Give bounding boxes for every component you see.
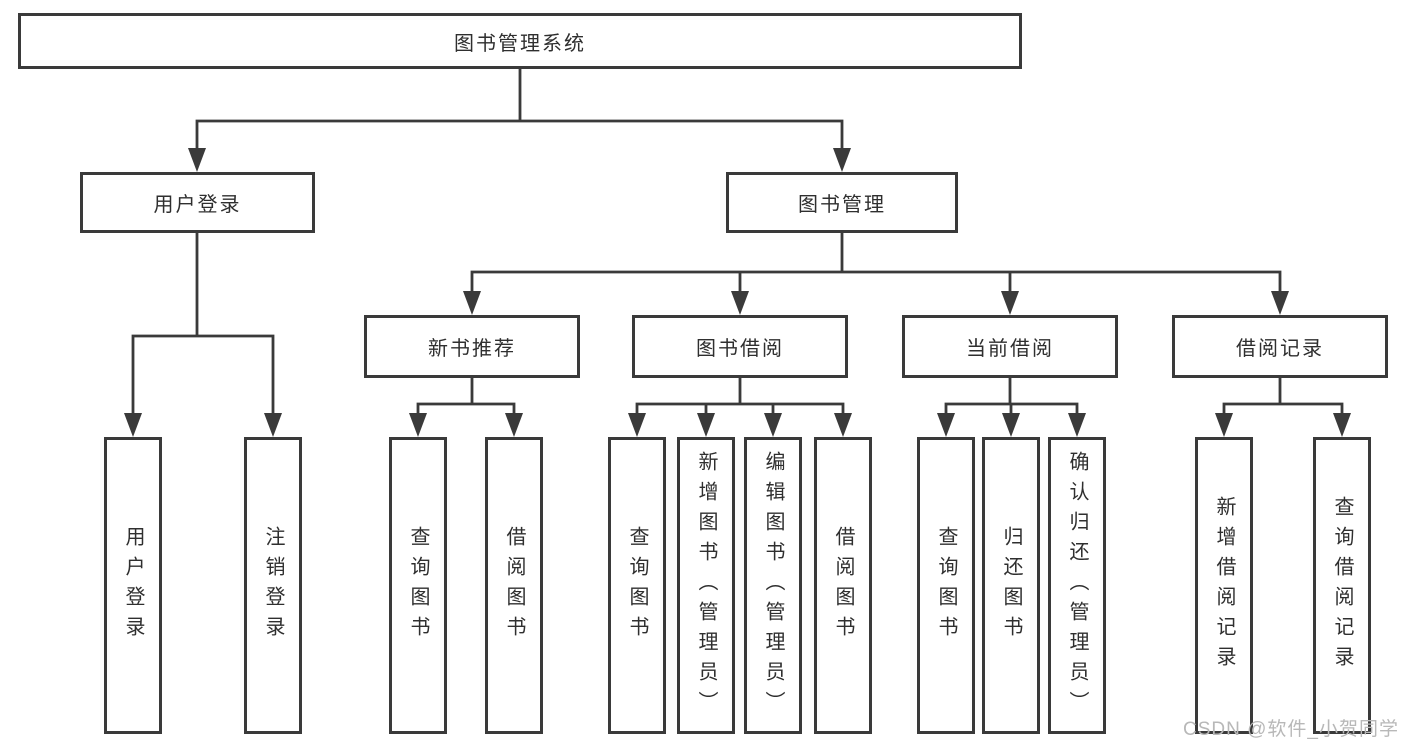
leaf-newbook-query-books-label: 查询图书 (407, 525, 429, 646)
leaf-logout: 注销登录 (244, 437, 302, 734)
node-book-management-label: 图书管理 (798, 194, 886, 216)
leaf-current-return-books-label: 归还图书 (1000, 525, 1022, 646)
node-root-label: 图书管理系统 (454, 32, 586, 55)
node-current-borrow: 当前借阅 (902, 315, 1118, 378)
leaf-records-query-record-label: 查询借阅记录 (1331, 495, 1353, 676)
node-new-book-recommend: 新书推荐 (364, 315, 580, 378)
node-user-login-label: 用户登录 (153, 194, 242, 216)
connector-lines (131, 67, 1344, 417)
arrowhead-icon (628, 413, 646, 437)
arrowhead-icon (937, 413, 955, 437)
node-current-borrow-label: 当前借阅 (966, 338, 1054, 360)
leaf-borrow-borrow-books-label: 借阅图书 (832, 525, 854, 646)
node-new-book-recommend-label: 新书推荐 (428, 338, 516, 360)
leaf-newbook-borrow-books-label: 借阅图书 (503, 525, 525, 646)
arrowhead-icon (188, 148, 206, 172)
leaf-user-login-label: 用户登录 (122, 525, 144, 646)
arrowhead-icon (1215, 413, 1233, 437)
leaf-records-query-record: 查询借阅记录 (1313, 437, 1371, 734)
arrowhead-icon (1068, 413, 1086, 437)
leaf-current-query-books: 查询图书 (917, 437, 975, 734)
arrowhead-icon (264, 413, 282, 437)
node-book-borrow-label: 图书借阅 (696, 338, 784, 360)
leaf-newbook-borrow-books: 借阅图书 (485, 437, 543, 734)
node-book-borrow: 图书借阅 (632, 315, 848, 378)
arrowhead-icon (1001, 291, 1019, 315)
arrowhead-icon (1271, 291, 1289, 315)
leaf-borrow-add-books-admin: 新增图书（管理员） (677, 437, 735, 734)
leaf-current-query-books-label: 查询图书 (935, 525, 957, 646)
leaf-current-confirm-return-admin: 确认归还（管理员） (1048, 437, 1106, 734)
node-root: 图书管理系统 (18, 13, 1022, 69)
leaf-borrow-query-books: 查询图书 (608, 437, 666, 734)
node-book-management: 图书管理 (726, 172, 958, 233)
node-user-login: 用户登录 (80, 172, 315, 233)
arrowhead-icon (409, 413, 427, 437)
leaf-logout-label: 注销登录 (262, 525, 284, 646)
watermark: CSDN @软件_小贺同学 (1183, 719, 1399, 740)
arrowhead-icon (834, 413, 852, 437)
leaf-current-confirm-return-admin-label: 确认归还（管理员） (1066, 450, 1088, 721)
node-borrow-records: 借阅记录 (1172, 315, 1388, 378)
leaf-current-return-books: 归还图书 (982, 437, 1040, 734)
leaf-records-add-record-label: 新增借阅记录 (1213, 495, 1235, 676)
leaf-borrow-borrow-books: 借阅图书 (814, 437, 872, 734)
leaf-borrow-add-books-admin-label: 新增图书（管理员） (695, 450, 717, 721)
leaf-borrow-edit-books-admin-label: 编辑图书（管理员） (762, 450, 784, 721)
arrowhead-icon (463, 291, 481, 315)
leaf-borrow-query-books-label: 查询图书 (626, 525, 648, 646)
arrowhead-icon (764, 413, 782, 437)
arrowheads (124, 148, 1351, 437)
leaf-newbook-query-books: 查询图书 (389, 437, 447, 734)
node-borrow-records-label: 借阅记录 (1236, 338, 1324, 360)
arrowhead-icon (124, 413, 142, 437)
arrowhead-icon (731, 291, 749, 315)
arrowhead-icon (833, 148, 851, 172)
leaf-records-add-record: 新增借阅记录 (1195, 437, 1253, 734)
leaf-borrow-edit-books-admin: 编辑图书（管理员） (744, 437, 802, 734)
arrowhead-icon (697, 413, 715, 437)
arrowhead-icon (1002, 413, 1020, 437)
arrowhead-icon (1333, 413, 1351, 437)
arrowhead-icon (505, 413, 523, 437)
leaf-user-login: 用户登录 (104, 437, 162, 734)
